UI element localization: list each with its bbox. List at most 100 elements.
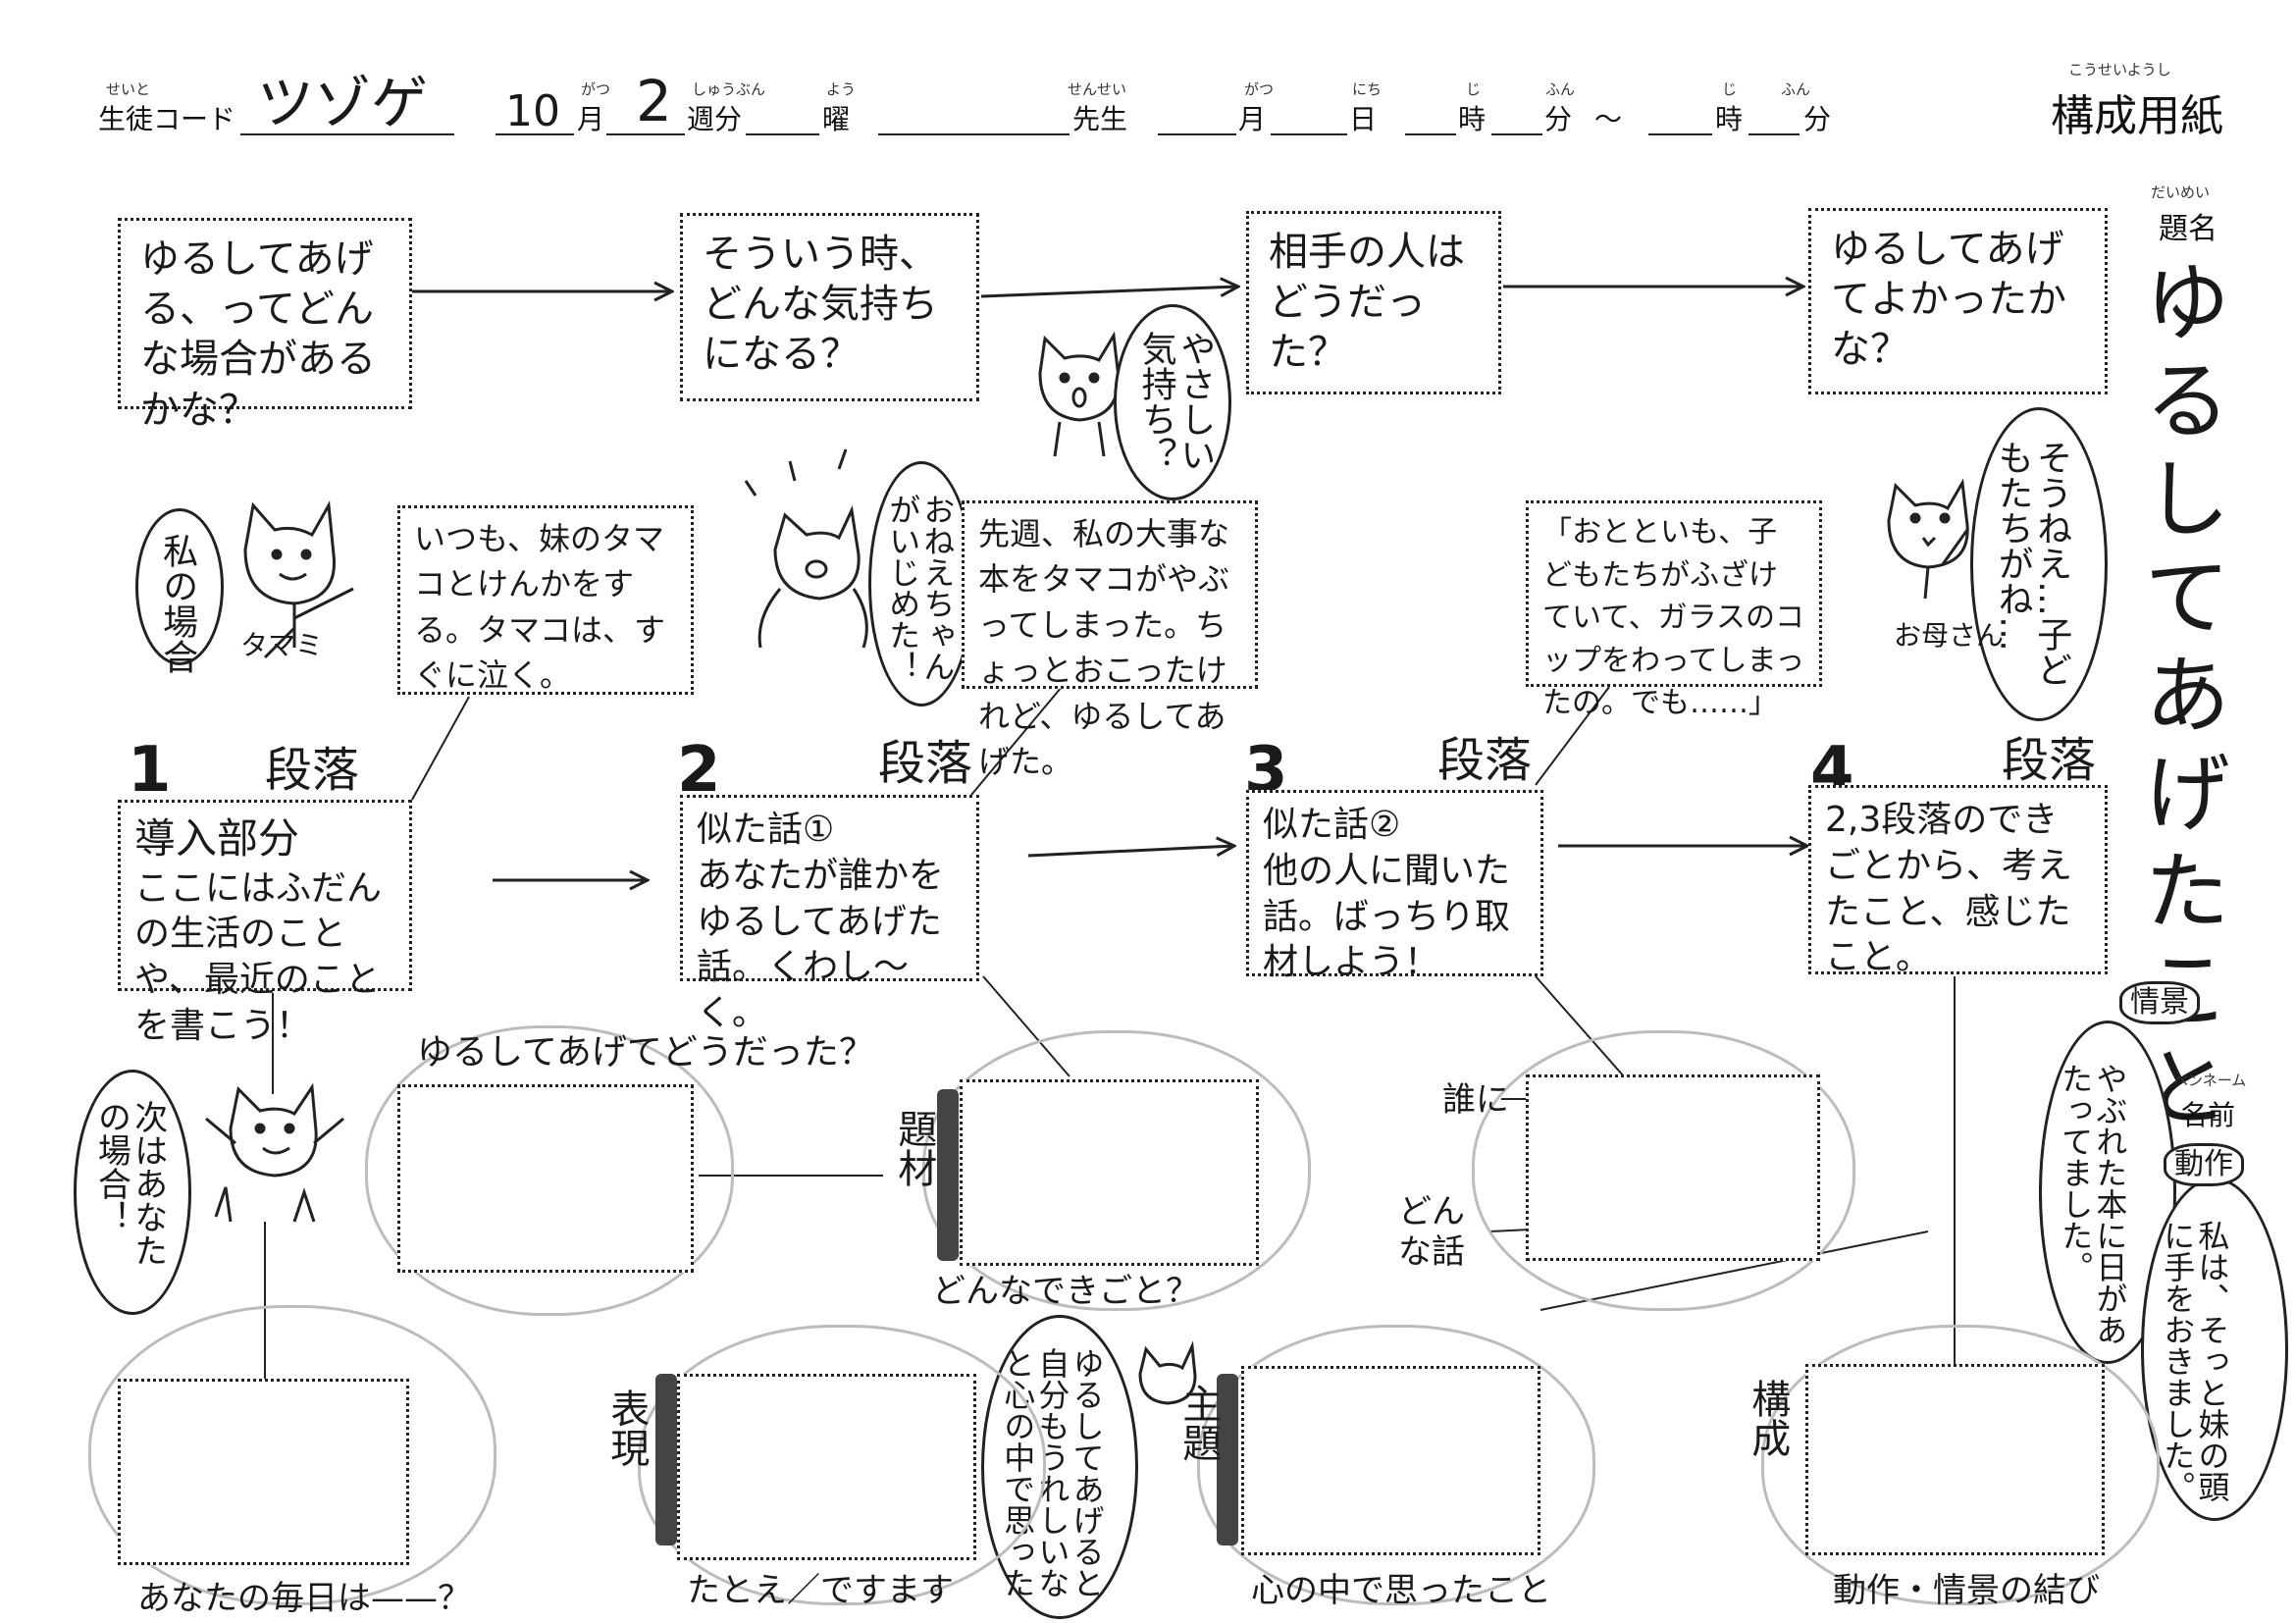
prompt-dare: 誰に bbox=[1442, 1080, 1509, 1120]
prompt-hyougen: 表現 bbox=[603, 1388, 650, 1467]
daizai-bar bbox=[937, 1089, 959, 1261]
tamami-speech-bubble: 私の場合 bbox=[135, 508, 224, 674]
ruby-sensei: せんせい bbox=[1068, 80, 1127, 98]
line-ex2 bbox=[970, 686, 1063, 796]
tamami-name: タマミ bbox=[240, 629, 324, 661]
question-box-1: ゆるしてあげる、ってどんな場合があるかな？ bbox=[118, 218, 412, 433]
month-label: 月 bbox=[577, 103, 605, 135]
answer-box-shudai[interactable] bbox=[1241, 1366, 1540, 1555]
date-day-field[interactable] bbox=[1271, 133, 1347, 135]
answer-box-kousei[interactable] bbox=[1805, 1364, 2105, 1555]
ruby-seito: せいと bbox=[106, 80, 151, 98]
title-label: 題名 bbox=[2159, 212, 2218, 246]
cloud-hyougen bbox=[638, 1325, 1046, 1605]
youbi-label: 曜 bbox=[822, 103, 851, 135]
tilde: ～ bbox=[1594, 103, 1623, 135]
ruby-gatsu: がつ bbox=[581, 80, 611, 98]
time-h2-field[interactable] bbox=[1648, 133, 1712, 135]
time-m2-field[interactable] bbox=[1748, 133, 1800, 135]
tamami-cat-icon bbox=[243, 500, 354, 659]
cloud-kousei bbox=[1761, 1325, 2160, 1605]
example-box-1: いつも、妹のタマコとけんかをする。タマコは、すぐに泣く。 bbox=[397, 505, 694, 695]
ruby-nichi: にち bbox=[1352, 80, 1383, 98]
youbi-field[interactable] bbox=[746, 133, 819, 135]
cloud-shudai bbox=[1197, 1325, 1595, 1605]
arrow-p2-p3 bbox=[1027, 846, 1234, 858]
week-label: 週分 bbox=[687, 103, 743, 135]
student-code-field[interactable] bbox=[240, 133, 454, 135]
dousa-tag: 動作 bbox=[2164, 1143, 2244, 1187]
paragraph-2-number: 2 bbox=[677, 734, 721, 807]
student-code-value: ツゾゲ bbox=[257, 70, 429, 136]
time-m1-field[interactable] bbox=[1491, 133, 1542, 135]
ruby-penname: ペンネーム bbox=[2173, 1072, 2247, 1089]
cloud-shuzai bbox=[1472, 1030, 1855, 1311]
date-month-field[interactable] bbox=[1158, 133, 1236, 135]
prompt-dousa: 動作・情景の結び bbox=[1833, 1571, 2100, 1610]
paragraph-box-3: 似た話② 他の人に聞いた話。ばっちり取材しよう！ bbox=[1246, 790, 1543, 982]
question-box-4: ゆるしてあげてよかったかな？ bbox=[1808, 208, 2108, 394]
cat-speech-bubble: やさしい気持ち？ bbox=[1114, 304, 1231, 500]
shudai-bar bbox=[1217, 1374, 1238, 1545]
prompt-yurushite: ゆるしてあげてどうだった？ bbox=[417, 1032, 874, 1073]
prompt-donnahanashi: どんな話 bbox=[1398, 1192, 1465, 1272]
prompt-donna: どんなできごと？ bbox=[932, 1272, 1199, 1311]
next-cat-icon bbox=[205, 1082, 344, 1223]
prompt-daizai: 題材 bbox=[891, 1109, 937, 1187]
date-day-label: 日 bbox=[1349, 103, 1378, 135]
teacher-field[interactable] bbox=[878, 133, 1070, 135]
sheet-title: 構成用紙 bbox=[2051, 91, 2223, 141]
tamako-speech-bubble: おねえちゃんがいじめた！ bbox=[868, 461, 974, 707]
mother-cat-icon bbox=[1887, 478, 1969, 600]
answer-box-mainichi[interactable] bbox=[118, 1379, 409, 1565]
prompt-kokoro: 心の中で思ったこと bbox=[1251, 1571, 1551, 1610]
ruby-gatsu2: がつ bbox=[1244, 80, 1275, 98]
ruby-daimei: だいめい bbox=[2151, 183, 2211, 201]
cloud-yurushite bbox=[365, 1025, 734, 1316]
answer-box-daizai[interactable] bbox=[960, 1079, 1259, 1266]
answer-box-hyougen[interactable] bbox=[677, 1374, 976, 1560]
sensei-cat-icon bbox=[1038, 331, 1121, 457]
paragraph-box-4: 2,3段落のできごとから、考えたこと、感じたこと。 bbox=[1808, 785, 2108, 977]
ruby-shubun: しゅうぶん bbox=[692, 80, 766, 98]
hyougen-bar bbox=[655, 1374, 677, 1545]
time-h2-label: 時 bbox=[1715, 103, 1744, 135]
ruby-fun: ふん bbox=[1545, 80, 1576, 98]
arrow-q2-q3 bbox=[980, 287, 1238, 298]
month-field[interactable] bbox=[496, 133, 574, 135]
question-box-3: 相手の人はどうだった？ bbox=[1246, 211, 1501, 394]
example-box-2: 先週、私の大事な本をタマコがやぶってしまった。ちょっとおこったけれど、ゆるしてあ… bbox=[962, 500, 1258, 780]
paragraph-1-number: 1 bbox=[128, 734, 172, 807]
teacher-label: 先生 bbox=[1072, 103, 1128, 135]
paragraph-3-label: 段落 bbox=[1437, 733, 1533, 788]
next-speech-bubble: 次はあなたの場合！ bbox=[74, 1070, 191, 1315]
week-field[interactable] bbox=[606, 133, 685, 135]
time-h1-label: 時 bbox=[1458, 103, 1487, 135]
name-label: 名前 bbox=[2180, 1099, 2236, 1131]
mother-speech-bubble: そうねえ…子どもたちがね… bbox=[1970, 407, 2108, 721]
answer-box-yurushite[interactable] bbox=[397, 1084, 694, 1273]
ruby-kousei: こうせいようし bbox=[2068, 61, 2171, 79]
kokei-tag: 情景 bbox=[2119, 981, 2200, 1025]
dousa-speech-bubble: 私は、そっと妹の頭に手をおきました。 bbox=[2141, 1178, 2288, 1521]
paragraph-box-2: 似た話① あなたが誰かをゆるしてあげた話。くわし〜く。 bbox=[680, 795, 979, 1033]
paragraph-1-label: 段落 bbox=[265, 743, 360, 798]
month-value: 10 bbox=[505, 86, 560, 136]
time-m1-label: 分 bbox=[1544, 103, 1573, 135]
time-h1-field[interactable] bbox=[1405, 133, 1456, 135]
prompt-shudai: 主題 bbox=[1175, 1384, 1222, 1462]
answer-box-shuzai[interactable] bbox=[1526, 1074, 1820, 1261]
mother-name: お母さん bbox=[1894, 619, 2005, 652]
cloud-mainichi bbox=[88, 1305, 496, 1605]
paragraph-box-1: 導入部分 ここにはふだんの生活のことや、最近のことを書こう！ bbox=[118, 800, 412, 1046]
time-m2-label: 分 bbox=[1803, 103, 1832, 135]
example-box-3: 「おとといも、子どもたちがふざけていて、ガラスのコップをわってしまったの。でも…… bbox=[1526, 500, 1822, 720]
ruby-you: よう bbox=[826, 80, 857, 98]
ruby-fun2: ふん bbox=[1781, 80, 1811, 98]
prompt-mainichi: あなたの毎日は——？ bbox=[137, 1579, 471, 1618]
line-ex3 bbox=[1535, 686, 1610, 786]
cloud-daizai bbox=[922, 1030, 1311, 1311]
prompt-kousei: 構成 bbox=[1745, 1379, 1791, 1457]
line-ex1 bbox=[411, 696, 470, 801]
ruby-ji: じ bbox=[1466, 80, 1482, 98]
